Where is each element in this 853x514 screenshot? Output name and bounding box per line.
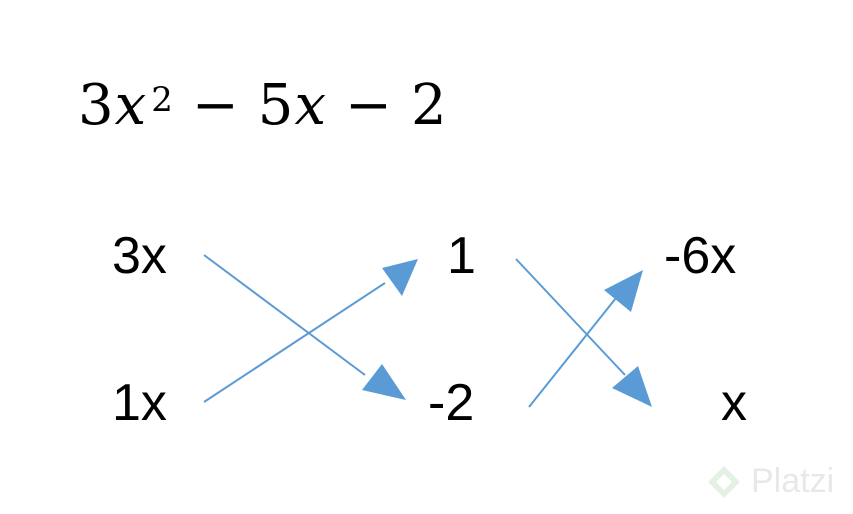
arrowhead-mid-bottom-icon [362,364,406,400]
term-left-bottom: 1x [112,374,167,432]
minus-operator-2: − [345,73,393,138]
arrowhead-right-bottom-icon [612,366,652,407]
minus-operator-1: − [191,73,240,138]
coefficient-a: 3 [78,73,115,138]
arrow-mid-top-to-right-bottom [515,258,626,376]
term-mid-bottom: -2 [428,374,475,432]
constant-term: 2 [410,73,448,138]
arrowhead-right-top-icon [604,270,643,312]
term-left-top: 3x [112,227,167,285]
platzi-logo-icon [708,465,740,498]
term-right-bottom: x [721,374,747,432]
coefficient-b: 5 [257,73,295,138]
term-right-top: -6x [664,227,737,285]
platzi-watermark: Platzi [705,462,834,501]
term-mid-top: 1 [447,227,476,285]
exponent: 2 [151,80,174,120]
variable-x-2: x [294,73,328,138]
variable-x-1: x [114,73,148,138]
arrow-mid-bottom-to-right-top [528,297,617,408]
arrow-left-bottom-to-mid-top [203,282,386,403]
arrow-left-top-to-mid-bottom [203,254,366,376]
arrowhead-mid-top-icon [382,259,418,296]
watermark-label: Platzi [751,462,835,500]
